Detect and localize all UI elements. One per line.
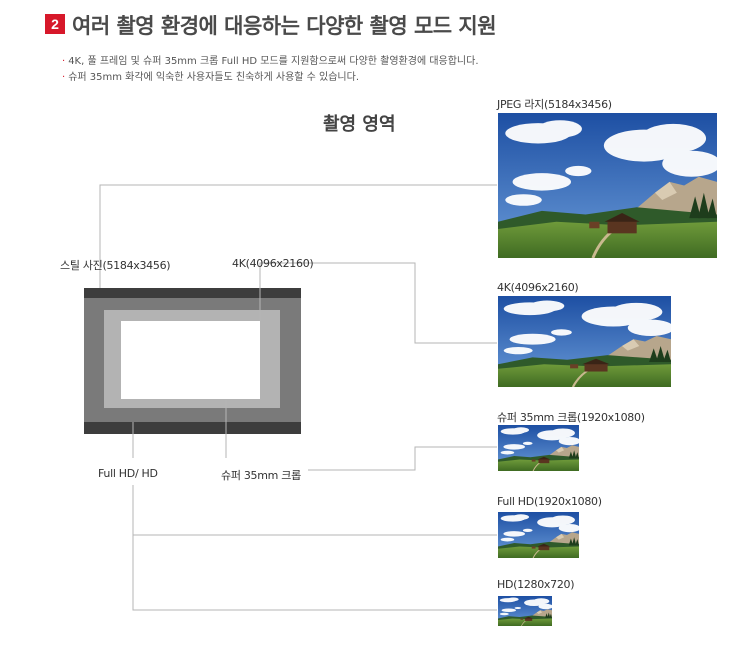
connector-super35-to-photo bbox=[308, 446, 497, 471]
section-number-badge: 2 bbox=[45, 14, 65, 34]
photo-hd bbox=[498, 596, 552, 626]
label-4k: 4K(4096x2160) bbox=[232, 257, 314, 270]
photo-label-fullhd: Full HD(1920x1080) bbox=[497, 495, 602, 508]
shooting-area-title: 촬영 영역 bbox=[323, 114, 396, 135]
photo-jpeg-large bbox=[498, 113, 717, 258]
photo-label-super35: 슈퍼 35mm 크롭(1920x1080) bbox=[497, 411, 645, 424]
photo-fullhd bbox=[498, 512, 579, 558]
photo-4k bbox=[498, 296, 671, 387]
bullet-text-2: 슈퍼 35mm 화각에 익숙한 사용자들도 친숙하게 사용할 수 있습니다. bbox=[68, 72, 360, 83]
label-fullhd-hd: Full HD/ HD bbox=[98, 467, 158, 480]
bullet-text-1: 4K, 풀 프레임 및 슈퍼 35mm 크롭 Full HD 모드를 지원함으로… bbox=[68, 56, 479, 67]
photo-label-jpeg-large: JPEG 라지(5184x3456) bbox=[497, 98, 612, 111]
photo-label-hd: HD(1280x720) bbox=[497, 578, 575, 591]
photo-super35 bbox=[498, 425, 579, 471]
bullet-dot-icon: · bbox=[62, 72, 66, 83]
label-super35-crop: 슈퍼 35mm 크롭 bbox=[221, 469, 301, 482]
bullet-item-2: ·슈퍼 35mm 화각에 익숙한 사용자들도 친숙하게 사용할 수 있습니다. bbox=[62, 68, 359, 83]
bullet-item-1: ·4K, 풀 프레임 및 슈퍼 35mm 크롭 Full HD 모드를 지원함으… bbox=[62, 52, 479, 67]
sensor-4k-area bbox=[121, 321, 260, 399]
connector-still-to-jpeg bbox=[99, 184, 497, 288]
photo-label-4k: 4K(4096x2160) bbox=[497, 281, 579, 294]
label-still-photo: 스틸 사진(5184x3456) bbox=[60, 259, 171, 272]
bullet-dot-icon: · bbox=[62, 56, 66, 67]
section-title: 여러 촬영 환경에 대응하는 다양한 촬영 모드 지원 bbox=[72, 14, 497, 38]
connector-hd-to-photo bbox=[132, 485, 497, 611]
